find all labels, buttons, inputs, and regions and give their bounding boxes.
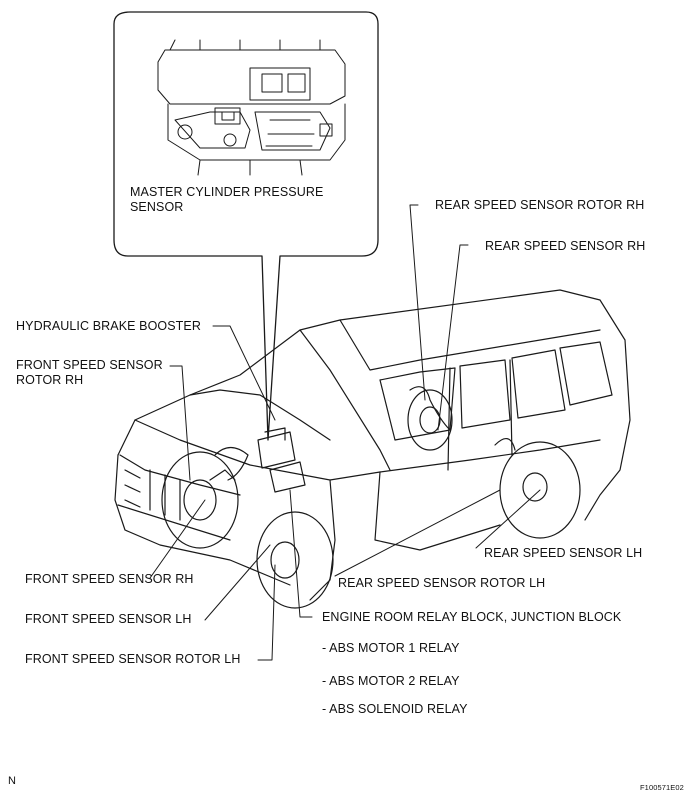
rear-speed-sensor-rotor-rh-label: REAR SPEED SENSOR ROTOR RH xyxy=(435,198,645,212)
hydraulic-brake-booster-label: HYDRAULIC BRAKE BOOSTER xyxy=(16,319,201,333)
front-speed-sensor-rotor-lh-label: FRONT SPEED SENSOR ROTOR LH xyxy=(25,652,241,666)
front-speed-sensor-lh-label: FRONT SPEED SENSOR LH xyxy=(25,612,192,626)
vehicle-outline xyxy=(114,289,631,609)
rear-speed-sensor-rh-label: REAR SPEED SENSOR RH xyxy=(485,239,646,253)
inset-frame xyxy=(113,11,379,441)
engine-room-relay-block-label: ENGINE ROOM RELAY BLOCK, JUNCTION BLOCK xyxy=(322,610,622,624)
figure-code: F100571E02 xyxy=(640,783,684,792)
corner-mark-left: N xyxy=(8,775,17,787)
abs-motor-2-relay-label: - ABS MOTOR 2 RELAY xyxy=(322,674,460,688)
master-cylinder-sketch xyxy=(157,39,346,176)
front-speed-sensor-rh-label: FRONT SPEED SENSOR RH xyxy=(25,572,194,586)
abs-solenoid-relay-label: - ABS SOLENOID RELAY xyxy=(322,702,468,716)
front-speed-sensor-rotor-rh-label: FRONT SPEED SENSOR ROTOR RH xyxy=(16,358,163,387)
leader-lines xyxy=(149,204,541,661)
abs-motor-1-relay-label: - ABS MOTOR 1 RELAY xyxy=(322,641,460,655)
rear-speed-sensor-lh-label: REAR SPEED SENSOR LH xyxy=(484,546,643,560)
rear-speed-sensor-rotor-lh-label: REAR SPEED SENSOR ROTOR LH xyxy=(338,576,546,590)
master-cylinder-pressure-sensor-label: MASTER CYLINDER PRESSURE SENSOR xyxy=(130,185,324,214)
